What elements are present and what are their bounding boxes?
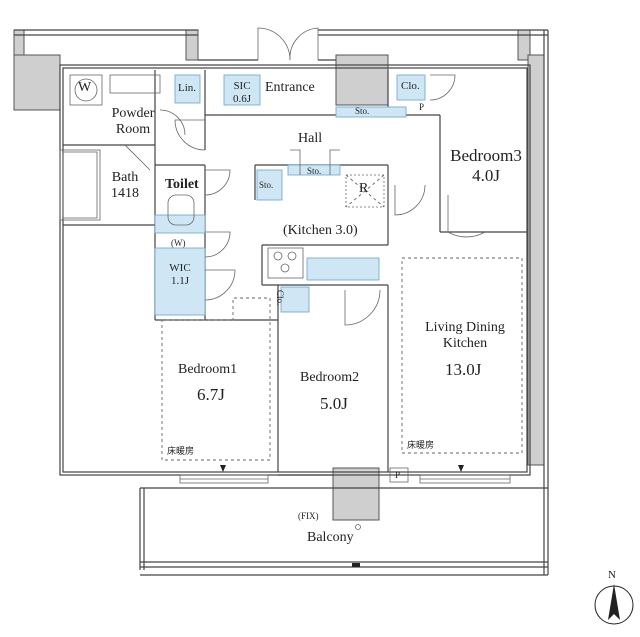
p-balcony-label: P — [395, 470, 401, 480]
sto-left-label: Sto. — [259, 180, 274, 190]
bedroom2-label: Bedroom2 — [300, 370, 360, 385]
fix-label: (FIX) — [298, 511, 319, 521]
balcony-label: Balcony — [307, 530, 354, 545]
sto-hall-label: Sto. — [307, 166, 322, 176]
clo-bedroom2-label: Clo. — [275, 290, 285, 306]
sic-label: SIC 0.6J — [232, 80, 252, 105]
bath-label: Bath 1418 — [111, 170, 139, 202]
entrance-label: Entrance — [265, 80, 315, 95]
sto-top-label: Sto. — [355, 106, 370, 116]
r-mark-label: R — [359, 181, 369, 196]
bedroom1-size-label: 6.7J — [197, 385, 225, 404]
clo-bedroom3-label: Clo. — [401, 80, 420, 92]
wic-label: WIC 1.1J — [169, 262, 191, 287]
bedroom3-label: Bedroom3 4.0J — [450, 146, 522, 185]
linen-label: Lin. — [178, 82, 197, 94]
door-swings — [124, 27, 486, 326]
bedroom2-size-label: 5.0J — [320, 394, 348, 413]
ldk-size-label: 13.0J — [445, 360, 482, 379]
floor-heating-bedroom1-label: 床暖房 — [167, 446, 195, 456]
kitchen-label: (Kitchen 3.0) — [283, 223, 358, 238]
hall-label: Hall — [298, 131, 323, 146]
p-bedroom3-label: P — [419, 102, 425, 112]
storage-areas — [59, 74, 426, 316]
w-mark-label: (W) — [171, 238, 186, 248]
toilet-label: Toilet — [165, 177, 199, 192]
bedroom1-label: Bedroom1 — [178, 362, 238, 377]
floor-heating-zones — [161, 257, 523, 461]
washer-label: W — [78, 80, 92, 95]
floor-heating-ldk-label: 床暖房 — [407, 440, 435, 450]
powder-room-label: Powder Room — [111, 106, 155, 138]
ldk-label: Living Dining Kitchen — [425, 320, 505, 352]
north-label: N — [608, 569, 616, 581]
balcony-area — [139, 487, 548, 576]
north-compass — [594, 584, 634, 625]
windows — [179, 465, 511, 484]
